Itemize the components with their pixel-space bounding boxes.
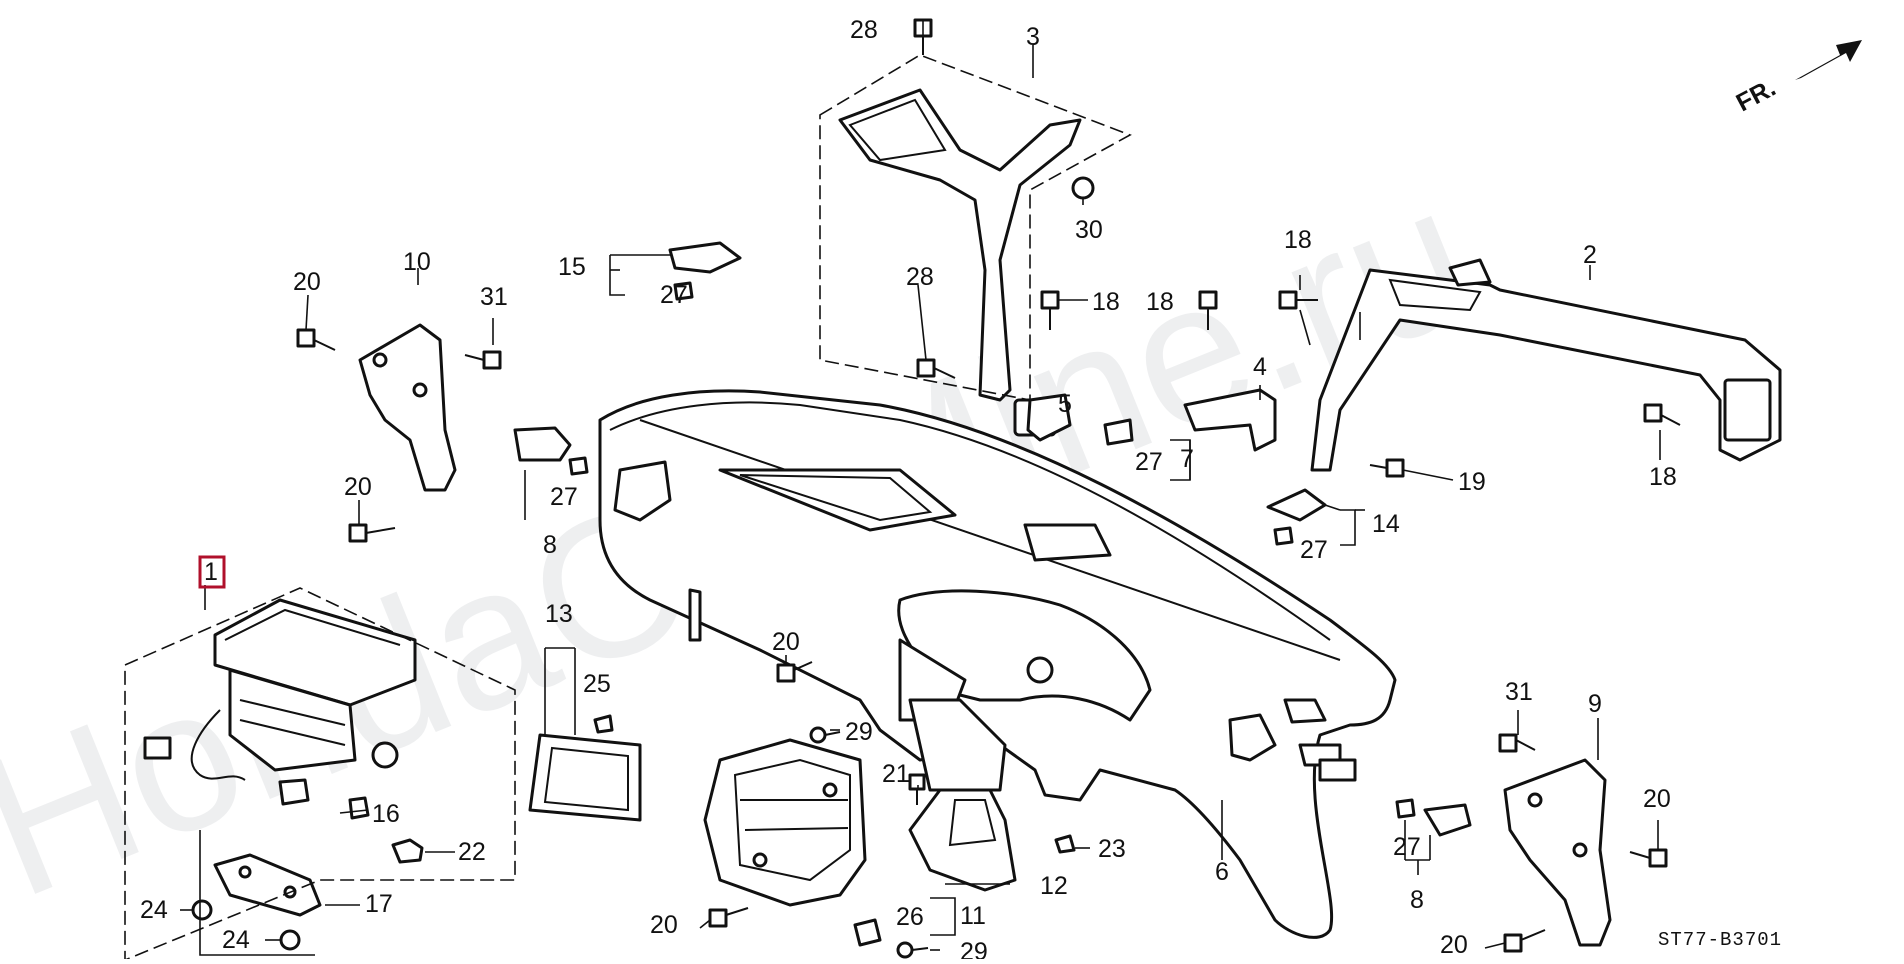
clip-part-23[interactable] bbox=[1054, 834, 1076, 854]
callout-20-d[interactable]: 20 bbox=[650, 911, 678, 939]
vent-cover-part-13[interactable] bbox=[528, 733, 642, 822]
selected-part-highlight bbox=[198, 555, 226, 589]
callout-20-a[interactable]: 20 bbox=[293, 268, 321, 296]
leader-lines bbox=[180, 20, 1661, 956]
callout-22[interactable]: 22 bbox=[458, 838, 486, 866]
callout-7[interactable]: 7 bbox=[1180, 445, 1194, 473]
callout-18-d[interactable]: 18 bbox=[1649, 463, 1677, 491]
nut-part-30[interactable] bbox=[1071, 176, 1095, 200]
callout-20-e[interactable]: 20 bbox=[1643, 785, 1671, 813]
bolt-part-20-f[interactable] bbox=[1503, 929, 1546, 953]
bolt-part-18-d[interactable] bbox=[1643, 403, 1681, 426]
callout-30[interactable]: 30 bbox=[1075, 216, 1103, 244]
bolt-part-21[interactable] bbox=[908, 773, 926, 805]
callout-1[interactable]: 1 bbox=[204, 558, 218, 586]
callout-27-d[interactable]: 27 bbox=[1300, 536, 1328, 564]
callout-20-c[interactable]: 20 bbox=[772, 628, 800, 656]
callout-24-a[interactable]: 24 bbox=[140, 896, 168, 924]
callout-17[interactable]: 17 bbox=[365, 890, 393, 918]
bolt-part-19[interactable] bbox=[1369, 458, 1405, 478]
callout-6[interactable]: 6 bbox=[1215, 858, 1229, 886]
callout-20-b[interactable]: 20 bbox=[344, 473, 372, 501]
callout-12[interactable]: 12 bbox=[1040, 872, 1068, 900]
callout-8-right[interactable]: 8 bbox=[1410, 886, 1424, 914]
nut-part-22[interactable] bbox=[391, 838, 424, 864]
callout-10[interactable]: 10 bbox=[403, 248, 431, 276]
callout-29-b[interactable]: 29 bbox=[960, 938, 988, 964]
callout-21[interactable]: 21 bbox=[882, 760, 910, 788]
clip-part-7[interactable] bbox=[1103, 418, 1134, 446]
callout-27-a[interactable]: 27 bbox=[660, 281, 688, 309]
callout-18-b[interactable]: 18 bbox=[1092, 288, 1120, 316]
callout-2[interactable]: 2 bbox=[1583, 241, 1597, 269]
clip-part-25[interactable] bbox=[593, 714, 614, 734]
callout-26[interactable]: 26 bbox=[896, 903, 924, 931]
side-bracket-part-9[interactable] bbox=[1503, 758, 1612, 947]
callout-13[interactable]: 13 bbox=[545, 600, 573, 628]
callout-31-b[interactable]: 31 bbox=[1505, 678, 1533, 706]
bracket-part-12[interactable] bbox=[908, 788, 1017, 892]
screw-part-29-b[interactable] bbox=[896, 941, 929, 959]
callout-18-a[interactable]: 18 bbox=[1284, 226, 1312, 254]
clip-part-5[interactable] bbox=[1026, 393, 1072, 442]
airbag-module-part-1[interactable] bbox=[143, 598, 417, 781]
nut-part-24-a[interactable] bbox=[191, 899, 213, 921]
callout-27-b[interactable]: 27 bbox=[550, 483, 578, 511]
connector-part-16[interactable] bbox=[278, 778, 370, 820]
front-direction-indicator: FR. bbox=[1732, 40, 1862, 117]
callout-29-a[interactable]: 29 bbox=[845, 718, 873, 746]
callout-14[interactable]: 14 bbox=[1372, 510, 1400, 538]
bolt-part-20-e[interactable] bbox=[1629, 848, 1668, 868]
callout-5[interactable]: 5 bbox=[1058, 390, 1072, 418]
clip-part-26[interactable] bbox=[853, 918, 882, 947]
callout-18-c[interactable]: 18 bbox=[1146, 288, 1174, 316]
callout-28-a[interactable]: 28 bbox=[850, 16, 878, 44]
callout-23[interactable]: 23 bbox=[1098, 835, 1126, 863]
callout-28-b[interactable]: 28 bbox=[906, 263, 934, 291]
callout-27-e[interactable]: 27 bbox=[1393, 833, 1421, 861]
diagram-code: ST77-B3701 bbox=[1658, 929, 1782, 951]
callout-24-b[interactable]: 24 bbox=[222, 926, 250, 954]
bracket-part-4[interactable] bbox=[1183, 388, 1277, 452]
bracket-part-17[interactable] bbox=[213, 853, 322, 917]
callout-20-f[interactable]: 20 bbox=[1440, 931, 1468, 959]
screw-part-29-a[interactable] bbox=[809, 726, 841, 744]
callout-25[interactable]: 25 bbox=[583, 670, 611, 698]
glove-box-frame-part-11[interactable] bbox=[703, 738, 867, 907]
trim-part-8-right[interactable] bbox=[1395, 798, 1472, 837]
bolt-part-18-c[interactable] bbox=[1278, 290, 1318, 310]
trim-part-15[interactable] bbox=[668, 241, 742, 301]
dashboard-lower-beam-part-2[interactable] bbox=[1310, 258, 1782, 472]
callout-19[interactable]: 19 bbox=[1458, 468, 1486, 496]
callout-31-a[interactable]: 31 bbox=[480, 283, 508, 311]
callout-27-c[interactable]: 27 bbox=[1135, 448, 1163, 476]
callout-3[interactable]: 3 bbox=[1026, 23, 1040, 51]
bolt-part-18-b[interactable] bbox=[1198, 290, 1218, 330]
callout-16[interactable]: 16 bbox=[372, 800, 400, 828]
callout-4[interactable]: 4 bbox=[1253, 353, 1267, 381]
callout-8-left[interactable]: 8 bbox=[543, 531, 557, 559]
callout-15[interactable]: 15 bbox=[558, 253, 586, 281]
trim-part-8-left[interactable] bbox=[513, 426, 589, 476]
side-bracket-part-10[interactable] bbox=[358, 323, 457, 492]
bolt-part-20-b[interactable] bbox=[348, 523, 396, 543]
front-label: FR. bbox=[1732, 74, 1781, 118]
nut-part-24-b[interactable] bbox=[279, 929, 301, 951]
bolt-part-31-b[interactable] bbox=[1498, 733, 1536, 753]
bolt-part-31-a[interactable] bbox=[464, 350, 502, 370]
callout-9[interactable]: 9 bbox=[1588, 690, 1602, 718]
bolt-part-20-a[interactable] bbox=[296, 328, 336, 351]
bolt-part-20-d[interactable] bbox=[708, 907, 749, 928]
front-arrow-icon bbox=[1795, 40, 1862, 80]
instrument-panel-part-6[interactable] bbox=[598, 389, 1397, 939]
callout-11[interactable]: 11 bbox=[960, 902, 986, 930]
